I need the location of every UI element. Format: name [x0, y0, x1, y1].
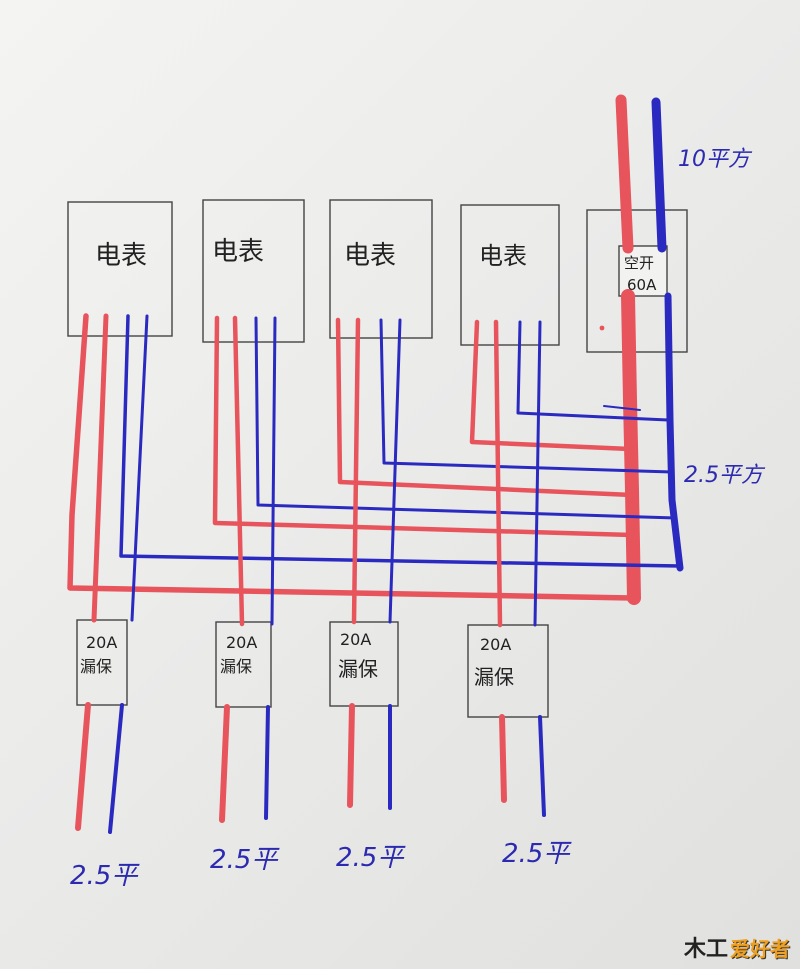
m1-red-b	[91, 313, 109, 623]
breaker-2-line1: 20A	[226, 633, 257, 652]
out2-blue	[264, 705, 270, 820]
branch-wire-label: 2.5平方	[684, 463, 766, 488]
m3-red-a	[335, 317, 635, 498]
main-red-wire	[615, 94, 634, 254]
m4-red-b	[493, 319, 503, 628]
branch-wires	[67, 313, 682, 628]
meter-boxes	[67, 199, 688, 353]
breaker-box-3	[329, 621, 399, 707]
m4-blue-a	[516, 320, 670, 422]
out1-blue	[108, 703, 124, 834]
m1-red-a	[67, 313, 635, 601]
watermark-logo: 木工 爱好者	[684, 931, 790, 963]
main-feed-wires	[615, 94, 684, 605]
watermark-part1: 木工	[683, 937, 728, 962]
breaker-4-line2: 漏保	[474, 665, 514, 689]
main-blue-wire	[651, 97, 667, 253]
watermark-part2: 爱好者	[730, 936, 790, 961]
breaker-1-line2: 漏保	[80, 657, 112, 676]
m1-blue-b	[130, 314, 149, 622]
breaker-1-line1: 20A	[86, 633, 117, 652]
m4-blue-b	[533, 320, 542, 627]
main-box	[586, 209, 688, 353]
main-breaker-box	[618, 245, 668, 297]
m3-red-b	[351, 317, 361, 625]
meter-label-3: 电表	[344, 241, 396, 271]
out2-red	[219, 704, 230, 823]
output-wires	[75, 702, 546, 834]
breaker-box-1	[76, 619, 128, 706]
meter-label-1: 电表	[95, 241, 147, 271]
output-label-1: 2.5平	[70, 861, 140, 891]
output-label-2: 2.5平	[210, 845, 280, 875]
breaker-2-line2: 漏保	[220, 657, 252, 676]
m1-blue-a	[119, 314, 682, 568]
meter-box-1	[67, 201, 173, 337]
red-trunk	[621, 289, 641, 605]
meter-label-2: 电表	[212, 237, 264, 267]
main-breaker-line1: 空开	[624, 254, 654, 272]
m4-red-a	[469, 319, 633, 452]
meter-label-4: 电表	[479, 242, 527, 270]
main-breaker-line2: 60A	[627, 276, 657, 294]
meter-box-2	[202, 199, 305, 343]
meter-box-4	[460, 204, 560, 346]
m2-blue-b	[270, 316, 277, 626]
breaker-3-line2: 漏保	[338, 657, 378, 681]
main-tap	[603, 405, 641, 411]
breaker-box-4	[467, 624, 549, 718]
m3-blue-b	[388, 318, 402, 624]
breaker-4-line1: 20A	[480, 635, 511, 654]
m2-red-b	[232, 315, 245, 627]
output-label-4: 2.5平	[502, 839, 572, 869]
blue-trunk	[664, 292, 684, 572]
out4-blue	[538, 715, 546, 817]
main-dot	[599, 325, 605, 331]
out1-red	[75, 702, 91, 831]
out4-red	[499, 714, 507, 803]
out3-red	[347, 703, 355, 808]
m2-red-a	[212, 315, 635, 538]
output-label-3: 2.5平	[336, 843, 406, 873]
m3-blue-a	[379, 318, 674, 474]
main-wire-label: 10平方	[678, 147, 753, 172]
breaker-3-line1: 20A	[340, 630, 371, 649]
